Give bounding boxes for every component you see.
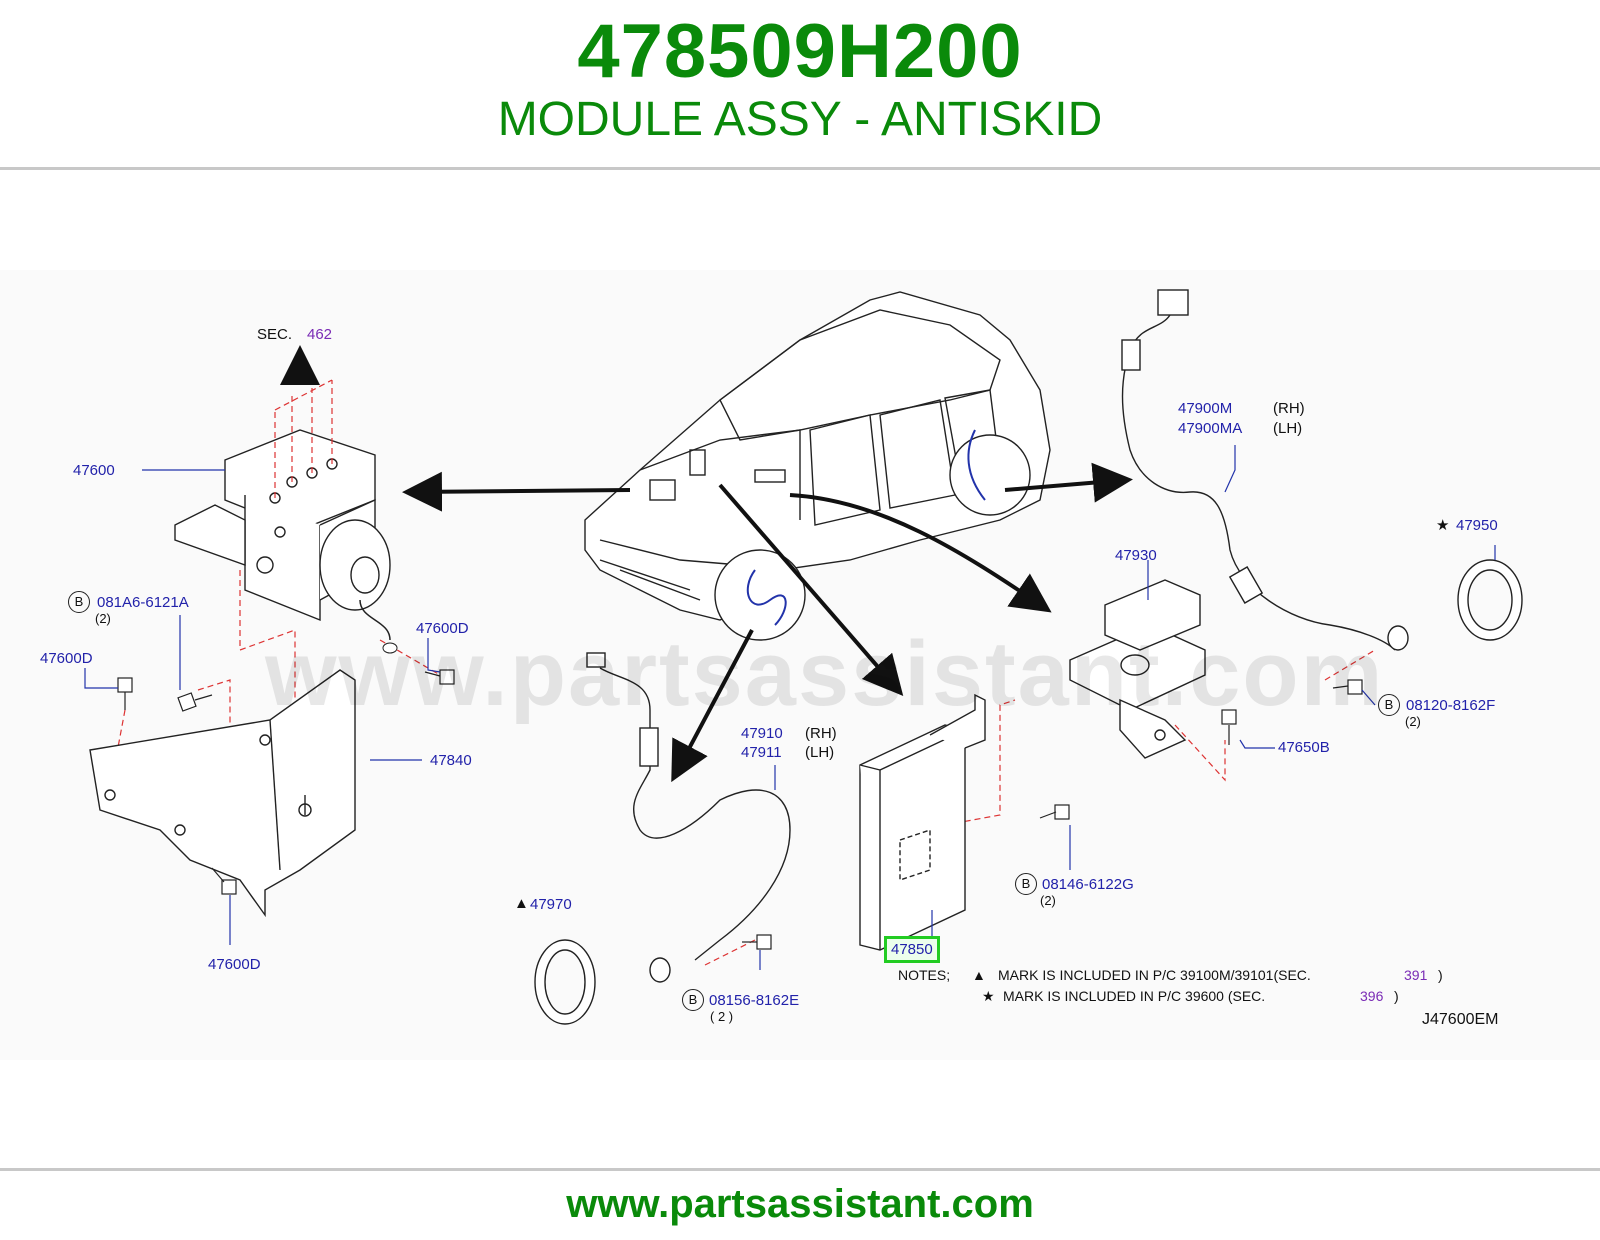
bolts: [117, 669, 1363, 950]
highlighted-part-number: 47850: [891, 941, 933, 958]
triangle-mark-icon: ▲: [514, 895, 529, 912]
header-divider: [0, 167, 1600, 170]
bolt-mark-icon: B: [682, 989, 704, 1011]
front-wheel-sensor: [586, 652, 791, 983]
quantity-label: (2): [1405, 714, 1421, 729]
section-ref-label: SEC.: [257, 326, 293, 343]
rear-tone-ring: [1457, 559, 1523, 641]
notes-line-2: MARK IS INCLUDED IN P/C 39600 (SEC.: [1003, 988, 1266, 1004]
notes-title: NOTES;: [898, 967, 951, 983]
part-callout-47930[interactable]: 47930: [1115, 547, 1157, 564]
watermark-text: www.partsassistant.com: [265, 623, 1385, 725]
notes-sec-link-391[interactable]: 391: [1404, 967, 1428, 983]
direction-arrows: [280, 345, 1133, 783]
part-callout-47911[interactable]: 47911: [741, 744, 782, 761]
quantity-label: (2): [1040, 893, 1056, 908]
diagram-code: J47600EM: [1422, 1011, 1499, 1028]
actuator-bracket: [89, 669, 356, 918]
leader-lines: [84, 445, 1496, 970]
footer-divider: [0, 1168, 1600, 1171]
part-number-title: 478509H200: [577, 9, 1023, 94]
part-callout-47840[interactable]: 47840: [430, 752, 472, 769]
diagram-drawing: [84, 289, 1523, 1025]
part-callout-47950[interactable]: 47950: [1456, 517, 1498, 534]
part-callout-47600D[interactable]: 47600D: [416, 620, 469, 637]
notes-line-1-close: ): [1438, 967, 1443, 983]
part-callout-47910[interactable]: 47910: [741, 725, 783, 742]
footer-url[interactable]: www.partsassistant.com: [566, 1182, 1034, 1226]
notes-line-1: MARK IS INCLUDED IN P/C 39100M/39101(SEC…: [998, 967, 1311, 983]
part-callout-47970[interactable]: 47970: [530, 896, 572, 913]
bolt-mark-icon: B: [1378, 694, 1400, 716]
front-tone-ring: [534, 939, 596, 1025]
notes-sec-link-396[interactable]: 396: [1360, 988, 1384, 1004]
part-callout-08156-8162E[interactable]: 08156-8162E: [709, 992, 800, 1009]
side-label: (RH): [805, 725, 837, 742]
part-description: MODULE ASSY - ANTISKID: [497, 93, 1103, 146]
notes-triangle-icon: ▲: [972, 967, 986, 983]
bolt-mark-icon: B: [68, 591, 90, 613]
quantity-label: (2): [95, 611, 111, 626]
notes-line-2-close: ): [1394, 988, 1399, 1004]
part-callout-47600D[interactable]: 47600D: [40, 650, 93, 667]
part-callout-081A6-6121A[interactable]: 081A6-6121A: [97, 594, 189, 611]
star-mark-icon: ★: [1436, 517, 1450, 534]
rear-wheel-sensor: [1121, 289, 1409, 651]
part-callout-08146-6122G[interactable]: 08146-6122G: [1042, 876, 1134, 893]
yaw-rate-sensor: [1069, 579, 1206, 759]
notes-star-icon: ★: [982, 988, 995, 1004]
bolt-mark-icon: B: [1015, 873, 1037, 895]
antiskid-control-module: [859, 693, 986, 951]
abs-actuator: [174, 429, 391, 622]
part-callout-47850-highlighted[interactable]: 47850: [884, 936, 940, 963]
sensor-wire-highlight: [746, 429, 986, 626]
part-callout-47650B[interactable]: 47650B: [1278, 739, 1330, 756]
page-header: 478509H200 MODULE ASSY - ANTISKID: [0, 0, 1600, 168]
quantity-label: ( 2 ): [710, 1009, 734, 1024]
part-callout-47600D[interactable]: 47600D: [208, 956, 261, 973]
vehicle-outline: [584, 291, 1051, 641]
parts-diagram: SEC. 462 47600 B 081A6-6121A (2) 47600D …: [0, 270, 1600, 1060]
part-callout-47900MA[interactable]: 47900MA: [1178, 420, 1243, 437]
side-label: (RH): [1273, 400, 1305, 417]
side-label: (LH): [805, 744, 835, 761]
part-callout-47600[interactable]: 47600: [73, 462, 115, 479]
side-label: (LH): [1273, 420, 1303, 437]
part-callout-08120-8162F[interactable]: 08120-8162F: [1406, 697, 1496, 714]
part-callout-47900M[interactable]: 47900M: [1178, 400, 1233, 417]
section-ref-link-462[interactable]: 462: [307, 326, 333, 343]
